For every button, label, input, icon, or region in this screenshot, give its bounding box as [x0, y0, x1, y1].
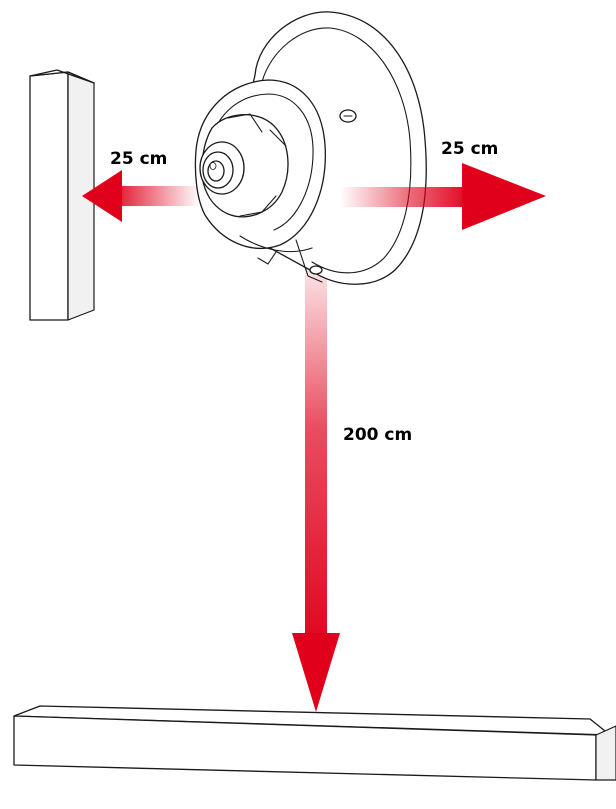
right-clearance-arrow	[340, 163, 546, 230]
left-clearance-label: 25 cm	[110, 149, 167, 169]
left-obstacle-block	[29, 69, 95, 321]
left-clearance-arrow	[82, 170, 200, 222]
bottom-clearance-label: 200 cm	[343, 425, 412, 445]
right-clearance-label: 25 cm	[441, 139, 498, 159]
dome-camera-illustration	[194, 11, 427, 285]
bottom-clearance-arrow	[292, 240, 340, 712]
bottom-obstacle-block	[13, 705, 616, 781]
